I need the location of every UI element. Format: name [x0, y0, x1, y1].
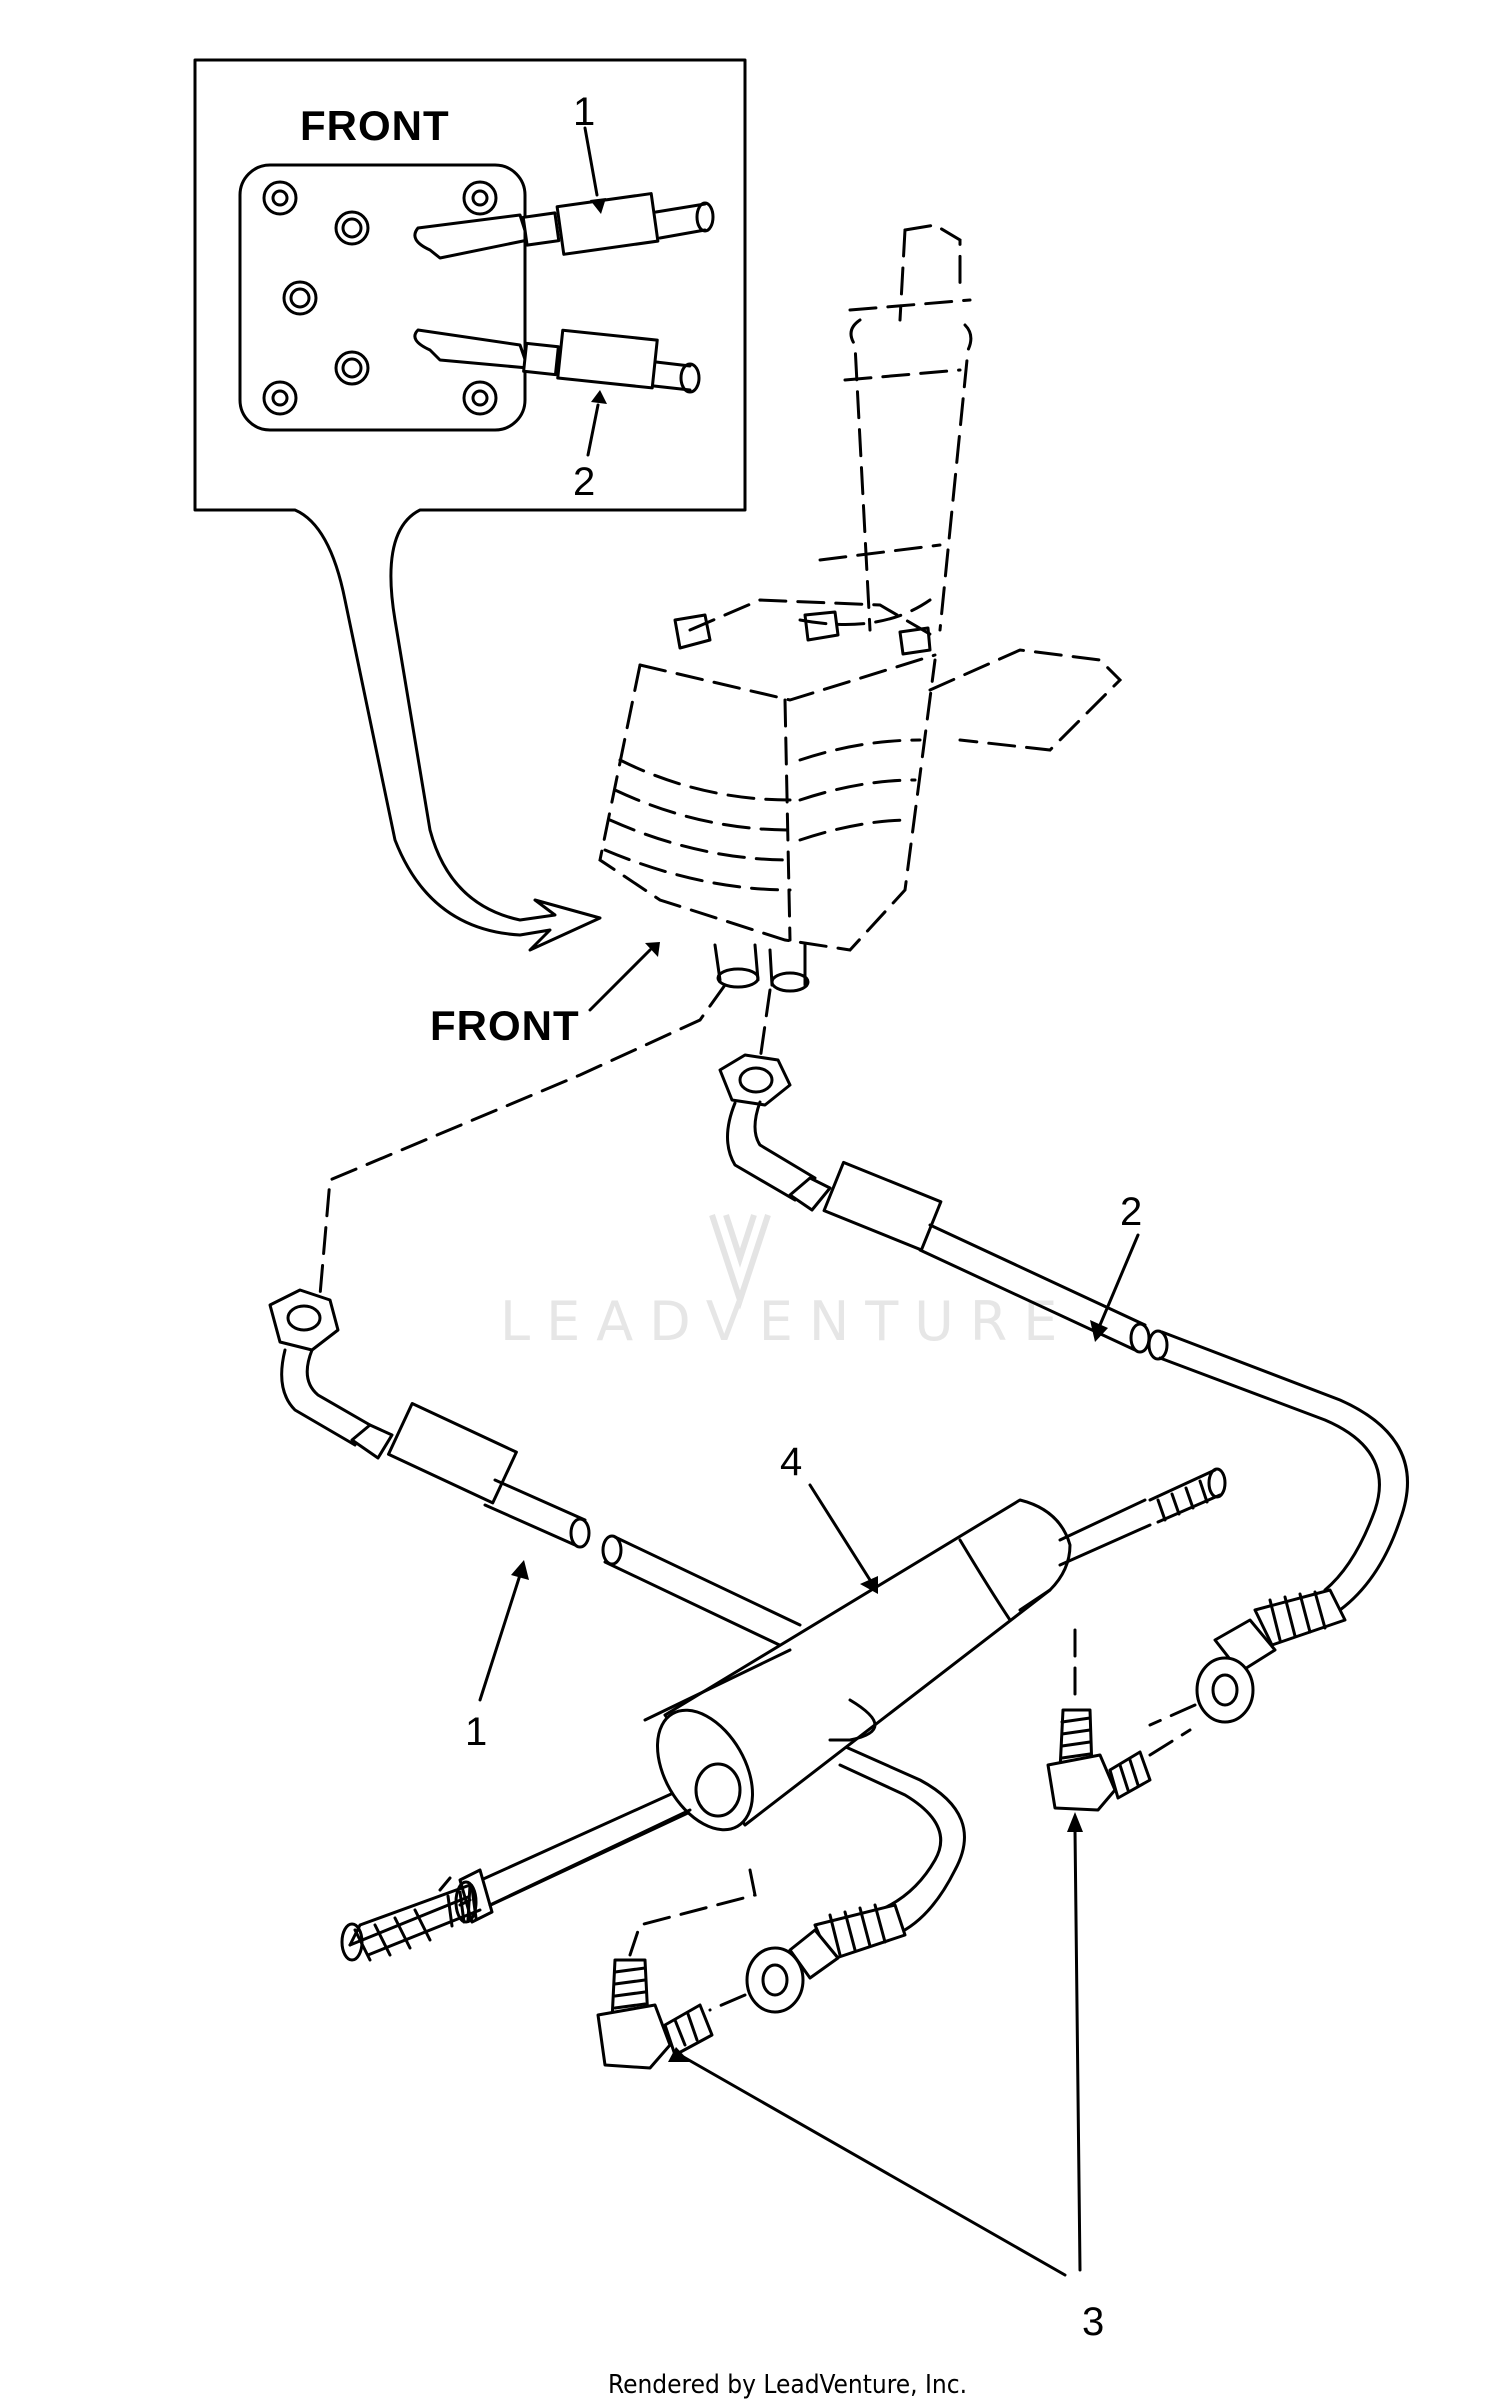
- watermark: LEADVENTURE: [500, 1214, 1073, 1353]
- callout-3-label: 3: [1082, 2300, 1104, 2344]
- inset-callout-1: 1: [573, 90, 595, 134]
- hose-2: [718, 988, 1409, 1727]
- inset-title: FRONT: [300, 102, 450, 149]
- callout-1: 1: [465, 1560, 529, 1754]
- inset-callout-2: 2: [573, 460, 595, 504]
- nut-icon: [268, 1288, 340, 1352]
- nut-icon: [1195, 1656, 1255, 1724]
- steering-cylinder: [340, 1467, 1227, 1962]
- callout-4-label: 4: [780, 1440, 802, 1484]
- inset-detail: FRONT 1 2: [193, 58, 747, 952]
- valve-mounting-plate: [238, 163, 527, 432]
- callout-2: 2: [1090, 1190, 1142, 1342]
- inset-hose-2: [413, 328, 701, 394]
- callout-1-label: 1: [465, 1710, 487, 1754]
- steering-valve-phantom: [588, 223, 1123, 1012]
- port-icon: [282, 210, 370, 386]
- valve-front-label: FRONT: [430, 1002, 580, 1049]
- nut-icon: [718, 1053, 792, 1107]
- footer-credit: Rendered by LeadVenture, Inc.: [608, 2370, 967, 2400]
- watermark-text: LEADVENTURE: [500, 1290, 1073, 1353]
- callout-2-label: 2: [1120, 1190, 1142, 1234]
- elbow-fitting-left: [596, 1868, 757, 2070]
- elbow-fitting-right: [1046, 1628, 1192, 1812]
- callout-4: 4: [780, 1440, 878, 1594]
- callout-3: 3: [668, 1812, 1104, 2344]
- bolt-icon: [673, 610, 932, 656]
- inset-hose-1: [413, 192, 715, 260]
- nut-icon: [745, 1946, 805, 2014]
- bolt-icon: [262, 180, 498, 416]
- hose-1: [268, 983, 966, 2014]
